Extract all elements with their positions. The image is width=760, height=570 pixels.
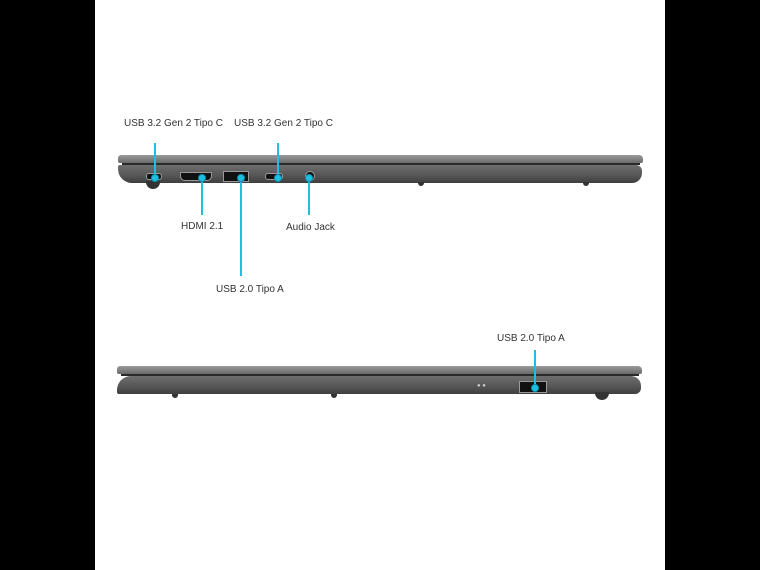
hinge-seam <box>122 163 640 165</box>
callout-dot <box>274 174 282 182</box>
laptop-lid <box>117 366 642 374</box>
callout-line-usbc-2 <box>277 143 279 177</box>
callout-dot <box>237 174 245 182</box>
label-usba: USB 2.0 Tipo A <box>216 284 284 295</box>
callout-line-usba <box>240 177 242 276</box>
rubber-foot <box>331 394 337 398</box>
callout-dot <box>531 384 539 392</box>
callout-dot <box>198 174 206 182</box>
product-image-canvas: USB 3.2 Gen 2 Tipo C USB 3.2 Gen 2 Tipo … <box>95 0 665 570</box>
laptop-lid <box>118 155 643 163</box>
laptop-left-side-view <box>118 155 643 200</box>
callout-line-hdmi <box>201 177 203 215</box>
label-hdmi: HDMI 2.1 <box>181 221 224 232</box>
rubber-foot <box>583 182 589 186</box>
laptop-right-side-view: ● ● <box>117 366 642 411</box>
hdmi-port <box>180 172 212 181</box>
laptop-base <box>117 376 641 394</box>
callout-dot <box>305 174 313 182</box>
callout-dot <box>151 174 159 182</box>
usb-a-port <box>223 171 249 182</box>
rubber-foot <box>595 392 609 400</box>
rubber-foot <box>172 394 178 398</box>
led-indicator-icons: ● ● <box>477 383 486 389</box>
label-audio-jack: Audio Jack <box>286 222 335 233</box>
label-usba-right: USB 2.0 Tipo A <box>497 333 565 344</box>
callout-line-audio <box>308 177 310 215</box>
label-usbc-2: USB 3.2 Gen 2 Tipo C <box>234 118 333 129</box>
callout-line-usba-right <box>534 350 536 386</box>
callout-line-usbc-1 <box>154 143 156 177</box>
hinge-seam <box>121 374 639 376</box>
laptop-base <box>118 165 642 183</box>
rubber-foot <box>146 181 160 189</box>
label-usbc-1: USB 3.2 Gen 2 Tipo C <box>124 118 223 129</box>
rubber-foot <box>418 182 424 186</box>
